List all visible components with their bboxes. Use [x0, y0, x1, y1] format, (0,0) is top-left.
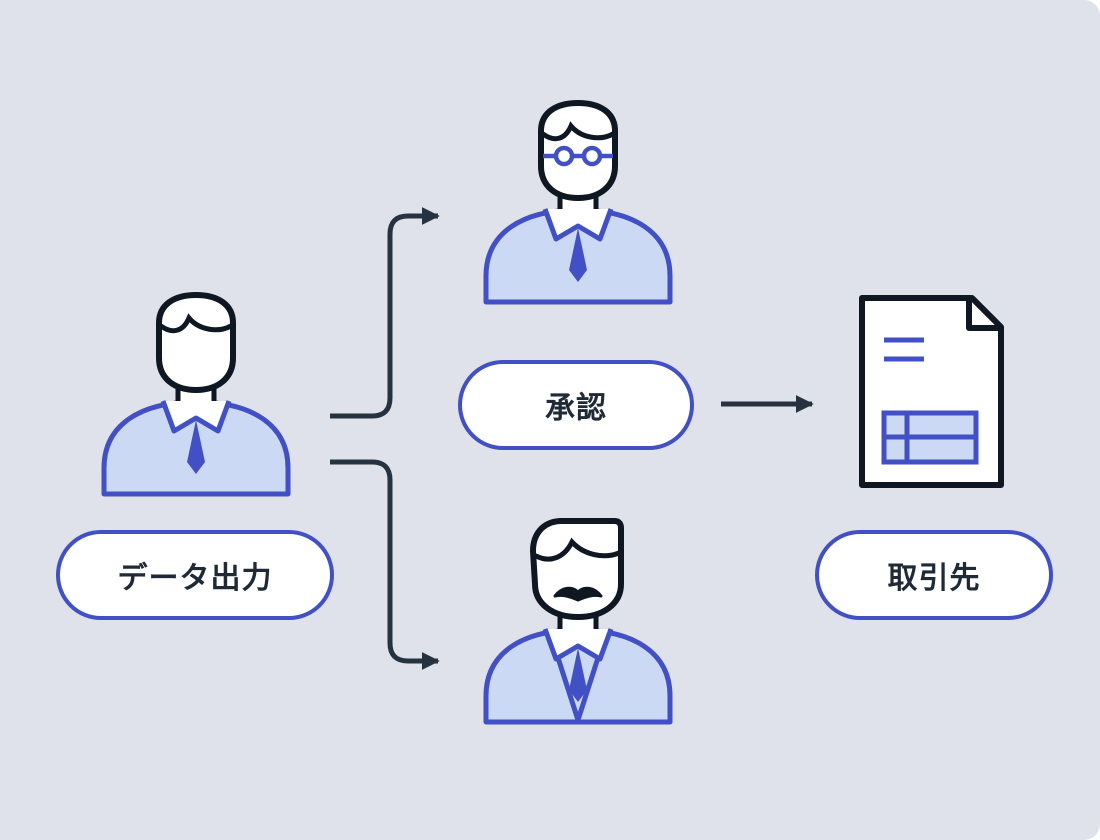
document-icon [859, 295, 1004, 488]
arrow-to-approver [330, 207, 440, 419]
label-data-export: データ出力 [56, 530, 334, 620]
label-business-partner: 取引先 [815, 530, 1053, 620]
label-approval: 承認 [458, 360, 694, 450]
person-mustache-icon [483, 518, 673, 725]
arrow-to-second-person [330, 459, 440, 670]
person-icon [101, 291, 291, 497]
person-glasses-icon [483, 99, 673, 305]
